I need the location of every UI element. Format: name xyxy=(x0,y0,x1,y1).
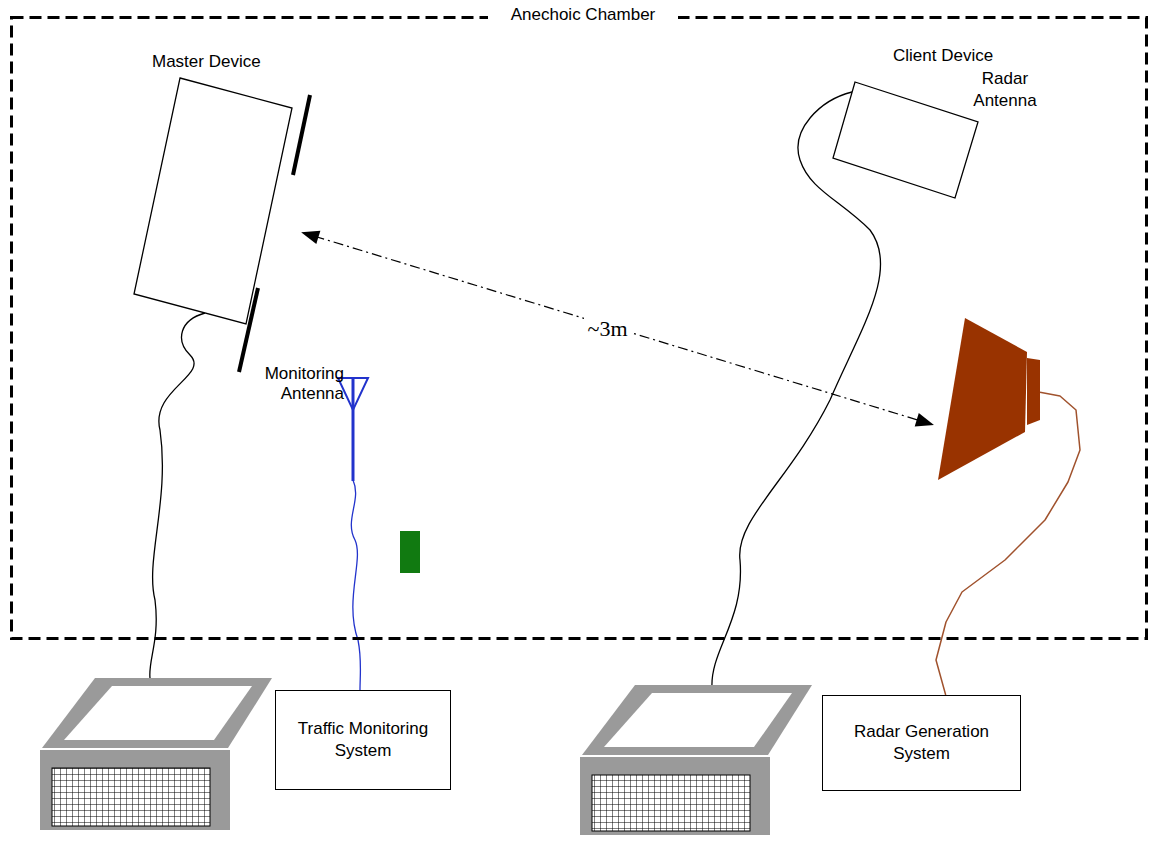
node-label: Client Device xyxy=(893,46,1003,66)
node-label: Radar Generation System xyxy=(823,721,1020,765)
client-device: Client Device xyxy=(825,40,995,210)
node-label: Anechoic Chamber xyxy=(488,5,678,25)
edge-label: ~3m xyxy=(584,316,632,342)
antenna-label: Monitoring Antenna xyxy=(212,364,344,404)
system-box: Radar Generation System xyxy=(822,695,1021,791)
master-device: Master Device xyxy=(130,50,315,380)
green-marker xyxy=(400,531,420,573)
radar-antenna: Radar Antenna xyxy=(930,65,1050,485)
radar-antenna-outline xyxy=(930,65,1050,485)
client-device-outline xyxy=(825,40,995,210)
anechoic-chamber: Anechoic ChamberMaster DeviceClient Devi… xyxy=(10,16,1148,640)
system-box: Traffic Monitoring System xyxy=(275,690,451,790)
client-cable xyxy=(712,92,881,688)
master-cable xyxy=(150,313,205,678)
distance-arrow xyxy=(301,231,934,427)
node-label: Master Device xyxy=(152,52,282,72)
node-label: Radar Antenna xyxy=(960,68,1050,112)
master-device-outline xyxy=(130,50,315,380)
monitor-cable xyxy=(351,480,360,690)
laptop xyxy=(40,678,272,830)
laptop xyxy=(580,685,812,835)
node-label: Traffic Monitoring System xyxy=(276,718,450,762)
